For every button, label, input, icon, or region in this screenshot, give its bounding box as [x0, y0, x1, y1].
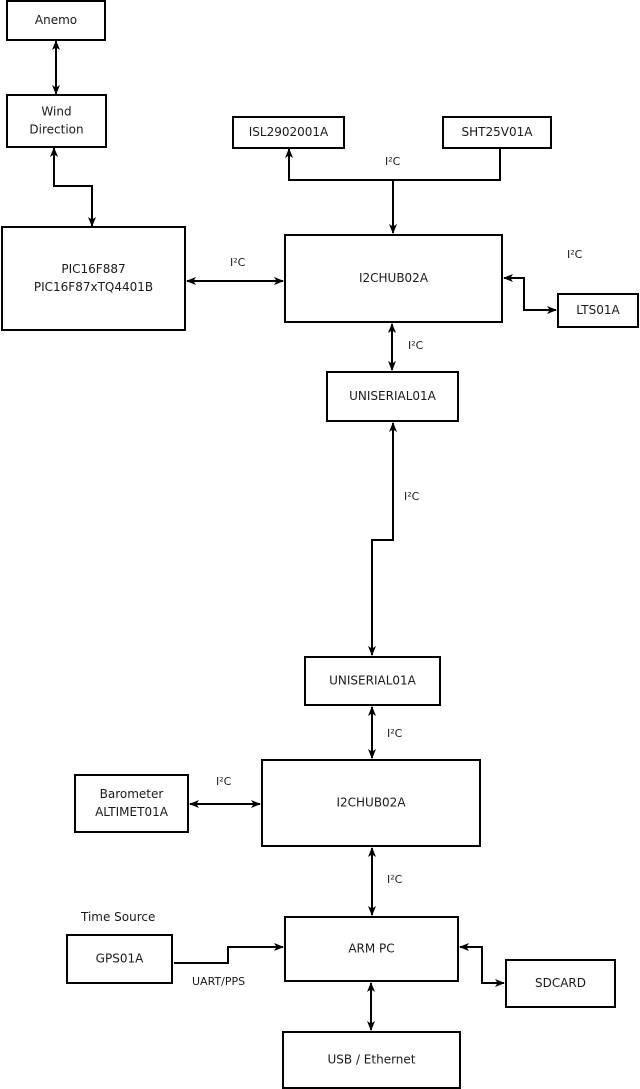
node-box-barometer[interactable]: [74, 774, 189, 833]
node-hub_top[interactable]: I2CHUB02A: [284, 234, 503, 323]
node-lts[interactable]: LTS01A: [557, 293, 639, 328]
edge-path-hub-lts: [503, 274, 557, 314]
node-label-pic-line2: PIC16F87xTQ4401B: [34, 280, 153, 294]
edge-path-uniserial-link: [368, 422, 397, 656]
node-box-pic[interactable]: [1, 226, 186, 331]
node-box-anemo[interactable]: [6, 0, 106, 41]
node-label-isl: ISL2902001A: [249, 125, 329, 139]
edge-wind-pic: [50, 147, 96, 227]
edge-hub-sensors: I²C: [289, 149, 501, 233]
node-box-isl[interactable]: [232, 116, 345, 149]
free-label-time-source: Time Source: [80, 910, 155, 924]
node-sht[interactable]: SHT25V01A: [442, 116, 552, 149]
node-arm[interactable]: ARM PC: [284, 916, 459, 982]
node-box-uniserial_bot[interactable]: [304, 656, 441, 706]
edge-label-hub-uniserial: I²C: [408, 339, 424, 352]
node-sdcard[interactable]: SDCARD: [505, 959, 616, 1008]
edge-path-wind-pic: [50, 147, 96, 227]
edge-hub2-arm: I²C: [368, 847, 403, 916]
free-label-layer: Time Source: [80, 910, 155, 924]
edge-path-gps-arm: [174, 943, 284, 964]
node-box-arm[interactable]: [284, 916, 459, 982]
node-hub_bot[interactable]: I2CHUB02A: [261, 759, 481, 847]
node-isl[interactable]: ISL2902001A: [232, 116, 345, 149]
node-label-uniserial_top: UNISERIAL01A: [349, 389, 437, 403]
edge-arm-sdcard: [459, 943, 505, 987]
edge-baro-hub2: I²C: [189, 775, 261, 808]
edge-uniserial-hub2: I²C: [368, 706, 403, 759]
node-label-sdcard: SDCARD: [535, 976, 586, 990]
node-uniserial_top[interactable]: UNISERIAL01A: [326, 371, 459, 422]
edge-uniserial-link: I²C: [368, 422, 420, 656]
edge-label-baro-hub2: I²C: [216, 775, 232, 788]
node-box-sdcard[interactable]: [505, 959, 616, 1008]
node-label-sht: SHT25V01A: [462, 125, 534, 139]
node-box-sht[interactable]: [442, 116, 552, 149]
edge-pic-hub: I²C: [186, 256, 284, 285]
node-label-barometer-line2: ALTIMET01A: [95, 805, 169, 819]
node-box-uniserial_top[interactable]: [326, 371, 459, 422]
node-label-usb: USB / Ethernet: [328, 1053, 416, 1067]
node-box-wind[interactable]: [6, 94, 107, 148]
node-box-lts[interactable]: [557, 293, 639, 328]
node-label-gps: GPS01A: [96, 952, 144, 966]
edge-gps-arm: UART/PPS: [174, 943, 284, 988]
node-box-hub_bot[interactable]: [261, 759, 481, 847]
node-label-uniserial_bot: UNISERIAL01A: [329, 674, 417, 688]
node-box-gps[interactable]: [66, 934, 173, 984]
edge-label-uniserial-link: I²C: [404, 490, 420, 503]
edge-label-hub-lts: I²C: [567, 248, 583, 261]
node-label-hub_bot: I2CHUB02A: [336, 796, 406, 810]
node-label-wind-line1: Wind: [41, 105, 71, 119]
edge-label-hub2-arm: I²C: [387, 873, 403, 886]
node-label-arm: ARM PC: [348, 942, 394, 956]
edge-label-hub-sensors: I²C: [385, 155, 401, 168]
edge-path-hub-sensors: [289, 149, 501, 233]
node-box-hub_top[interactable]: [284, 234, 503, 323]
edge-label-uniserial-hub2: I²C: [387, 727, 403, 740]
edge-label-gps-arm: UART/PPS: [192, 975, 245, 988]
node-usb[interactable]: USB / Ethernet: [282, 1031, 461, 1089]
node-gps[interactable]: GPS01A: [66, 934, 173, 984]
edge-path-arm-sdcard: [459, 943, 505, 987]
node-uniserial_bot[interactable]: UNISERIAL01A: [304, 656, 441, 706]
node-label-anemo: Anemo: [35, 13, 77, 27]
edge-hub-lts: I²C: [503, 248, 583, 314]
node-label-hub_top: I2CHUB02A: [359, 271, 429, 285]
edge-layer: I²C I²C I²C I²C I²C I²C I²C I²C UART/PPS: [50, 40, 583, 1031]
node-label-lts: LTS01A: [576, 303, 620, 317]
node-label-wind-line2: Direction: [29, 123, 83, 137]
node-box-usb[interactable]: [282, 1031, 461, 1089]
node-anemo[interactable]: Anemo: [6, 0, 106, 41]
node-label-pic-line1: PIC16F887: [61, 262, 125, 276]
node-label-barometer-line1: Barometer: [100, 787, 164, 801]
edge-label-pic-hub: I²C: [230, 256, 246, 269]
edge-hub-uniserial: I²C: [388, 323, 424, 371]
